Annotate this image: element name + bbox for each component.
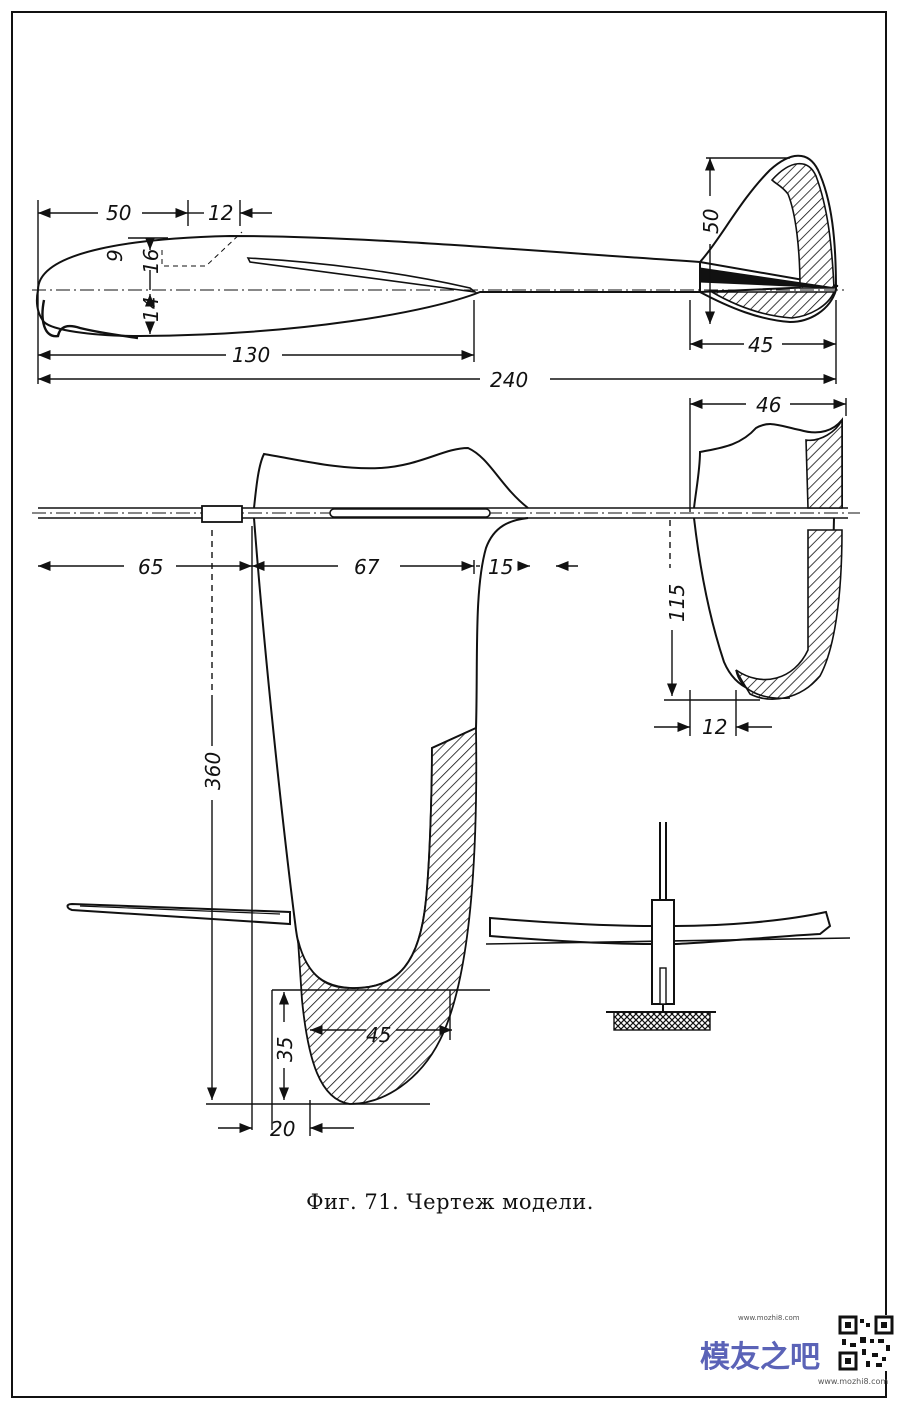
dim-top-35: 35: [273, 1037, 297, 1062]
stab-upper: [693, 417, 843, 509]
top-dimensions: [38, 398, 847, 1136]
dim-top-360: 360: [201, 752, 225, 790]
stab-lower-hatched: [735, 529, 843, 700]
qr-code-icon: [838, 1315, 894, 1371]
top-view: [32, 417, 860, 1105]
dim-side-240: 240: [490, 368, 528, 392]
watermark-logo-text: 模友之吧: [700, 1340, 820, 1375]
figure-caption: Фиг. 71. Чертеж модели.: [306, 1190, 594, 1214]
wing-root-side: [246, 257, 478, 294]
dim-side-9: 9: [103, 249, 127, 262]
dim-top-67: 67: [354, 555, 380, 579]
cockpit-dashed: [161, 231, 243, 267]
watermark-logo: www.mozhi8.com 模友之吧: [700, 1310, 830, 1390]
page-frame: [11, 11, 887, 1398]
dim-side-130: 130: [232, 343, 270, 367]
dim-side-16: 16: [139, 249, 163, 274]
dim-side-12: 12: [208, 201, 233, 225]
tail-boom-side: [699, 267, 837, 289]
fin-side-outline: [699, 154, 838, 324]
wing-planform-outline: [253, 517, 529, 990]
nose-block: [201, 505, 243, 523]
dim-top-65: 65: [138, 555, 163, 579]
dim-stab-115: 115: [665, 584, 689, 622]
dim-fin-45: 45: [748, 333, 773, 357]
dim-stab-12: 12: [702, 715, 727, 739]
side-view: [32, 154, 848, 340]
wing-root-top: [329, 508, 491, 518]
fin-hatched-lower: [709, 291, 836, 319]
dim-top-45: 45: [366, 1023, 391, 1047]
dim-top-15: 15: [488, 555, 513, 579]
fin-hatched: [770, 162, 835, 289]
dim-side-50: 50: [106, 201, 131, 225]
front-fin-slot: [659, 967, 667, 1005]
stab-tip: [735, 669, 791, 700]
wing-tip-hatched: [297, 726, 478, 1105]
watermark-url: www.mozhi8.com: [738, 1314, 800, 1322]
dim-side-14: 14: [139, 297, 163, 322]
wing-section-left: [66, 902, 291, 926]
dim-stab-46: 46: [756, 393, 781, 417]
wing-upper-outline: [253, 446, 529, 509]
dim-top-20: 20: [270, 1117, 295, 1141]
nose-hook: [41, 299, 139, 340]
side-dimensions: [37, 157, 837, 385]
front-view: [485, 822, 851, 1031]
dim-fin-50: 50: [699, 209, 723, 234]
stab-upper-hatched: [805, 419, 843, 509]
qr-url: www.mozhi8.com: [817, 1377, 889, 1386]
ground-block: [613, 1011, 711, 1031]
